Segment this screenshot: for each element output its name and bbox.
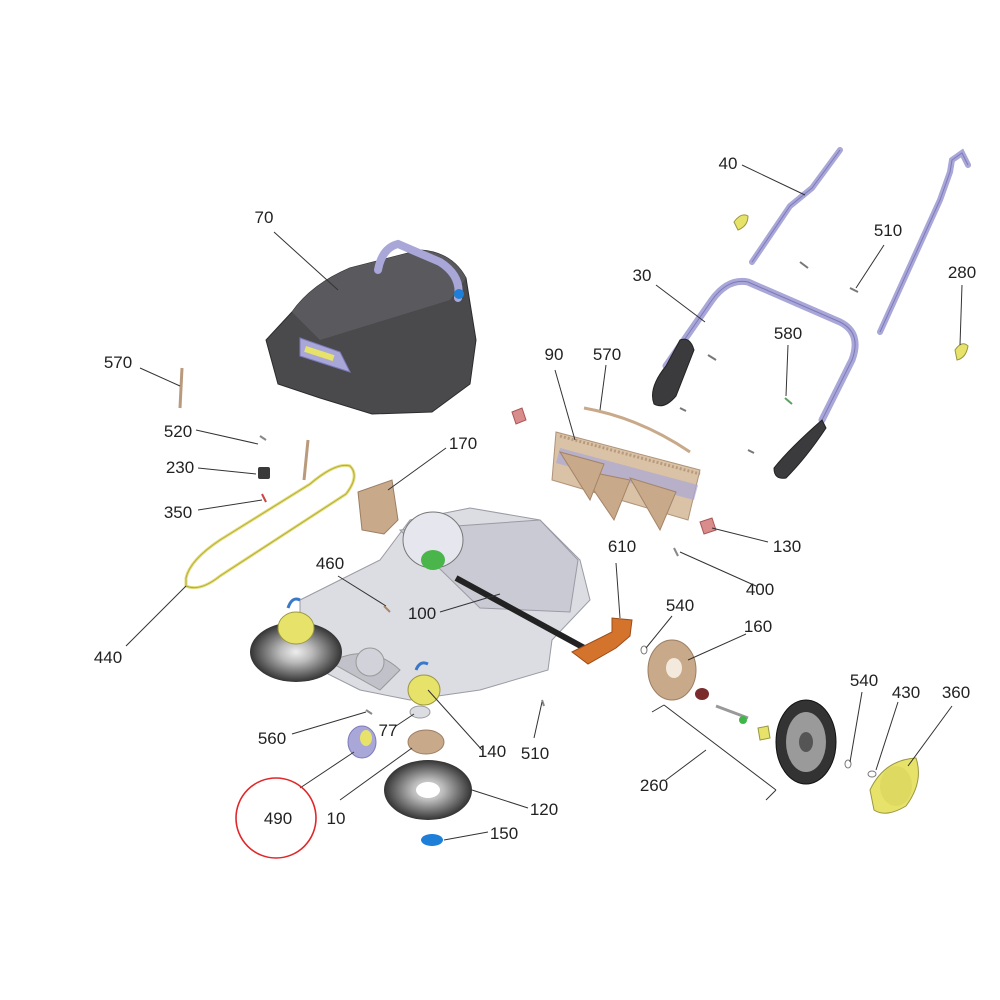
callout-610[interactable]: 610 — [608, 537, 636, 556]
callout-510[interactable]: 510 — [874, 221, 902, 240]
callout-490[interactable]: 490 — [264, 809, 292, 828]
callout-10[interactable]: 10 — [327, 809, 346, 828]
brush-hub-icon — [407, 729, 445, 755]
side-brush-icon — [384, 760, 472, 820]
callout-280[interactable]: 280 — [948, 263, 976, 282]
wheel-gear-icon — [647, 639, 697, 701]
callout-70[interactable]: 70 — [255, 208, 274, 227]
callout-350[interactable]: 350 — [164, 503, 192, 522]
screw-icon — [679, 261, 859, 454]
callout-170[interactable]: 170 — [449, 434, 477, 453]
wheel-axle-kit-icon — [695, 688, 771, 741]
adjustment-bracket-icon — [571, 617, 633, 665]
callout-520[interactable]: 520 — [164, 422, 192, 441]
wheel-icon — [775, 699, 837, 785]
blue-cap-icon — [421, 834, 443, 846]
waste-container-housing-icon — [265, 239, 477, 415]
callout-570[interactable]: 570 — [593, 345, 621, 364]
callout-540[interactable]: 540 — [850, 671, 878, 690]
main-roller-brush-icon — [551, 431, 701, 532]
gear-cover-icon — [357, 479, 399, 535]
pin-icon — [178, 367, 691, 481]
drive-belt-icon — [184, 463, 356, 590]
callout-510[interactable]: 510 — [521, 744, 549, 763]
callout-260[interactable]: 260 — [640, 776, 668, 795]
highlight-circle-490 — [235, 777, 317, 859]
callout-440[interactable]: 440 — [94, 648, 122, 667]
callout-30[interactable]: 30 — [633, 266, 652, 285]
side-brush-drive-icon — [250, 597, 441, 706]
small-wheel-icon — [347, 725, 377, 759]
callout-77[interactable]: 77 — [379, 721, 398, 740]
callout-150[interactable]: 150 — [490, 824, 518, 843]
sweeper-frame-icon — [299, 507, 591, 701]
hub-cap-icon — [869, 757, 919, 814]
callout-120[interactable]: 120 — [530, 800, 558, 819]
lower-handle-frame-icon — [652, 277, 859, 479]
callout-230[interactable]: 230 — [166, 458, 194, 477]
screw-icon — [259, 435, 679, 715]
callout-labels: 40 510 280 70 30 570 90 570 580 520 230 … — [94, 154, 976, 843]
handle-grip-cap-icon — [733, 214, 969, 361]
drive-shaft-icon — [454, 575, 590, 653]
bearing-cap-icon — [511, 407, 717, 535]
callout-40[interactable]: 40 — [719, 154, 738, 173]
callout-140[interactable]: 140 — [478, 742, 506, 761]
callout-540[interactable]: 540 — [666, 596, 694, 615]
callout-460[interactable]: 460 — [316, 554, 344, 573]
clip-icon — [867, 770, 877, 778]
callout-130[interactable]: 130 — [773, 537, 801, 556]
nut-icon — [258, 467, 270, 479]
callout-580[interactable]: 580 — [774, 324, 802, 343]
washer-icon — [640, 645, 852, 769]
upper-handle-bar-icon — [749, 147, 971, 335]
callout-100[interactable]: 100 — [408, 604, 436, 623]
callout-90[interactable]: 90 — [545, 345, 564, 364]
bushing-icon — [409, 705, 431, 719]
callout-560[interactable]: 560 — [258, 729, 286, 748]
callout-160[interactable]: 160 — [744, 617, 772, 636]
callout-400[interactable]: 400 — [746, 580, 774, 599]
callout-360[interactable]: 360 — [942, 683, 970, 702]
callout-430[interactable]: 430 — [892, 683, 920, 702]
leader-lines — [125, 164, 963, 841]
callout-570[interactable]: 570 — [104, 353, 132, 372]
